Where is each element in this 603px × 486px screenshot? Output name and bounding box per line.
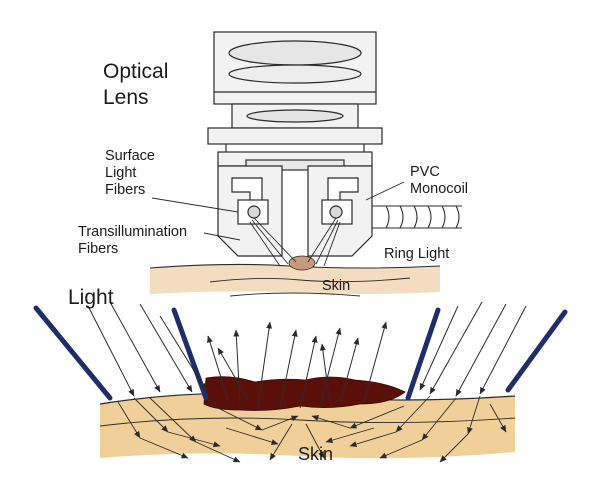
top-skin [150,256,440,296]
label-skin-bottom: Skin [298,444,333,464]
label-ring-light: Ring Light [384,246,449,262]
label-monocoil: Monocoil [410,181,468,197]
small-lesion [289,256,315,270]
label-transillumination: Transillumination [78,224,187,240]
label-light-bottom: Light [68,286,114,309]
label-pvc: PVC [410,164,440,180]
lens-flange [208,128,382,144]
dermatoscope-device [208,32,382,256]
light-rod-1 [36,308,110,398]
lens-element-1 [229,41,361,65]
label-surface: Surface [105,148,155,164]
pvc-monocoil [372,206,462,228]
light-rod-2 [174,310,206,398]
lens-element-2 [229,65,361,83]
light-rod-3 [408,310,438,398]
label-skin-top: Skin [322,278,350,294]
label-transillumination-fibers: Fibers [78,241,118,257]
label-fibers: Fibers [105,182,145,198]
label-optical: Optical [103,60,168,83]
label-lens: Lens [103,86,149,109]
lens-element-3 [247,110,343,122]
label-light: Light [105,165,136,181]
